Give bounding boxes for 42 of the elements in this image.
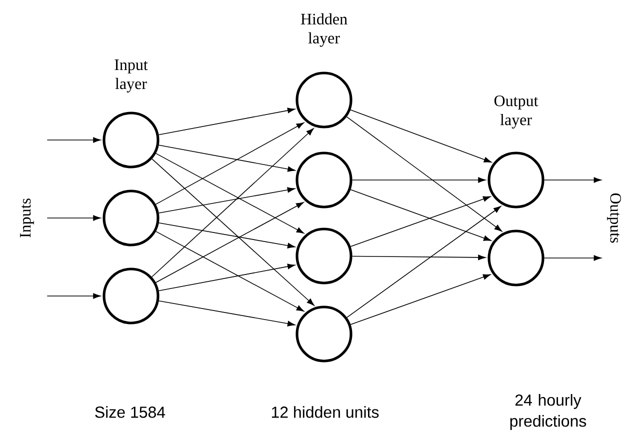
neuron-circle [102, 190, 160, 246]
neuron-circle [296, 228, 352, 284]
arrow [46, 215, 101, 221]
arrow [152, 158, 314, 306]
arrow [151, 128, 314, 278]
arrow [155, 122, 304, 205]
arrow [346, 206, 502, 318]
caption-text: 12 hidden units [272, 406, 379, 418]
neuron-circle [296, 152, 352, 208]
axis-label: Outputs [607, 193, 621, 243]
arrow [156, 153, 304, 234]
neuron-circle [488, 152, 544, 208]
arrow [544, 177, 602, 183]
layer-title: Hidden layer [300, 13, 348, 47]
layer-title: Output layer [494, 95, 538, 129]
neuron-circle [488, 230, 544, 286]
arrow [346, 116, 502, 232]
arrow [544, 255, 602, 261]
arrow [155, 202, 304, 283]
neuron-circle [296, 72, 352, 128]
layer-title: Input layer [114, 60, 148, 92]
arrow [350, 109, 492, 163]
caption-text: 24 hourly predictions [510, 394, 586, 430]
arrow [46, 137, 101, 143]
arrow [350, 274, 491, 325]
arrow [46, 293, 101, 299]
arrow [352, 254, 486, 260]
arrow [158, 187, 295, 214]
arrow [158, 108, 296, 136]
arrow [350, 189, 492, 241]
arrow [158, 300, 296, 326]
arrow [352, 177, 486, 183]
caption-text: Size 1584 [95, 406, 166, 418]
arrow [158, 144, 296, 172]
arrow [156, 231, 304, 312]
arrow [158, 264, 296, 292]
neuron-circle [296, 306, 352, 362]
axis-label: Inputs [20, 198, 34, 238]
arrow [158, 222, 296, 248]
arrow [350, 196, 491, 247]
neuron-circle [102, 112, 160, 168]
neuron-circle [102, 268, 160, 324]
